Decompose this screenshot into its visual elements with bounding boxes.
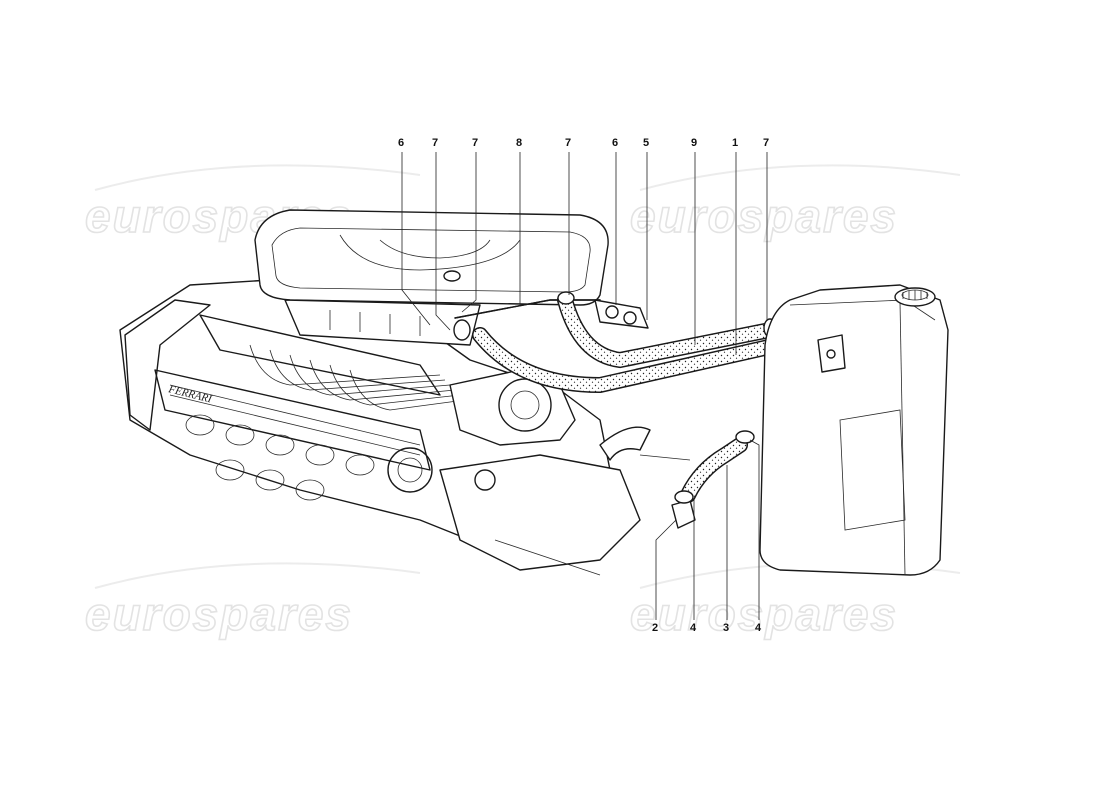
leader-lines-top: [401, 152, 768, 355]
callout-7a: 7: [432, 137, 438, 149]
lower-hose: [639, 430, 755, 529]
callout-4a: 4: [690, 622, 697, 634]
watermark-top-right: eurospares: [629, 164, 961, 243]
callout-8: 8: [516, 137, 522, 149]
svg-text:eurospares: eurospares: [85, 588, 353, 640]
svg-text:eurospares: eurospares: [630, 190, 898, 242]
air-filter-box: [254, 209, 609, 346]
engine-block: FERRARI: [119, 279, 651, 576]
callouts-bottom: 2 4 3 4: [652, 622, 762, 634]
expansion-tank: [759, 284, 949, 576]
callout-4b: 4: [755, 622, 762, 634]
watermark-bottom-left: eurospares: [84, 562, 421, 641]
callout-1: 1: [732, 137, 738, 149]
callout-2: 2: [652, 622, 658, 634]
leader-lines-bottom: [655, 439, 760, 620]
callouts-top: 6 7 7 8 7 6 5 9 1 7: [398, 137, 769, 149]
callout-6a: 6: [398, 137, 404, 149]
callout-7b: 7: [472, 137, 478, 149]
callout-5: 5: [643, 137, 649, 149]
callout-7d: 7: [763, 137, 769, 149]
callout-6b: 6: [612, 137, 618, 149]
callout-3: 3: [723, 622, 729, 634]
callout-9: 9: [691, 137, 697, 149]
svg-text:eurospares: eurospares: [630, 588, 898, 640]
fitting-assembly: [594, 299, 649, 329]
callout-7c: 7: [565, 137, 571, 149]
